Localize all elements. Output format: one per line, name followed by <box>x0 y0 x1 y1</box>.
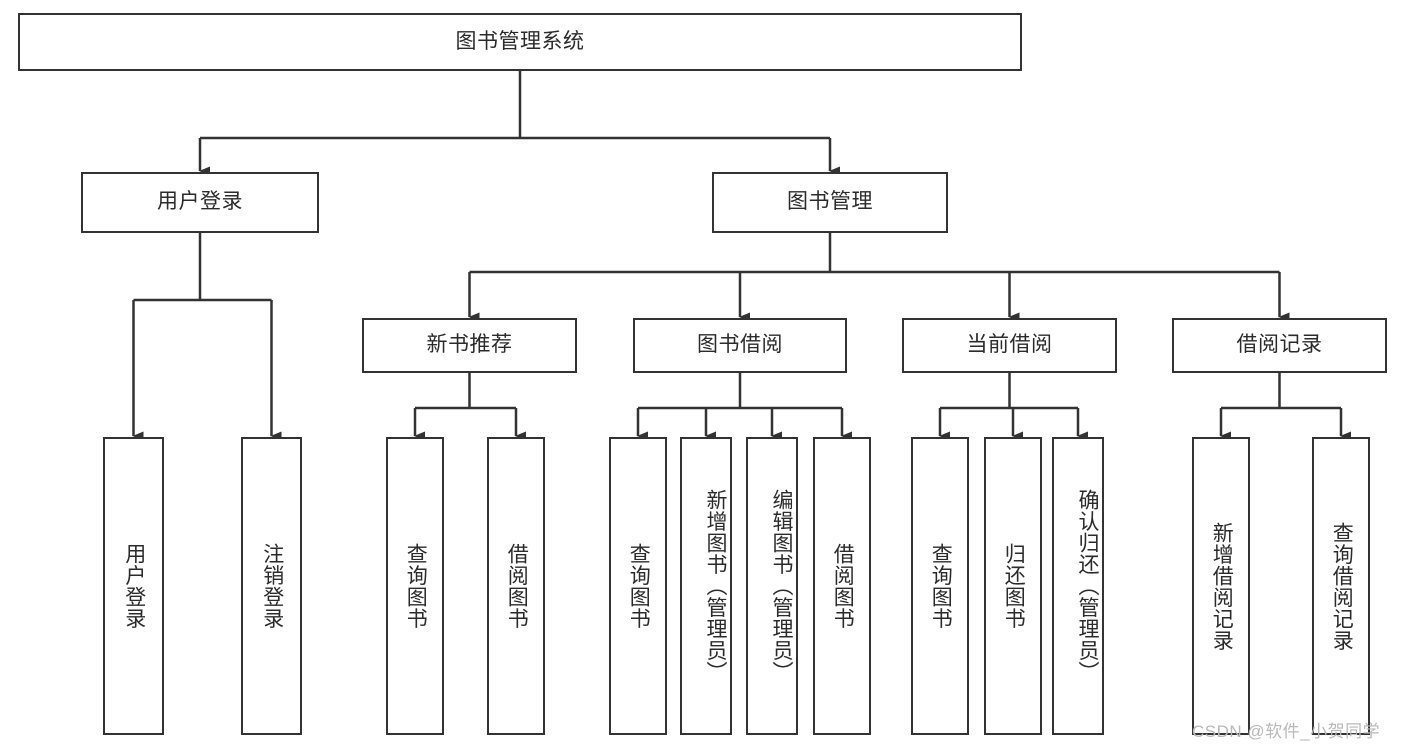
csdn-watermark: CSDN @软件_小贺同学 <box>1192 722 1381 741</box>
node-label: 注销登录 <box>260 543 284 629</box>
node-new-book-rec[interactable]: 新书推荐 <box>362 318 577 373</box>
node-label: 查询借阅记录 <box>1330 521 1354 651</box>
node-label: 查询图书 <box>627 543 651 629</box>
node-label: 借阅记录 <box>1236 333 1323 357</box>
node-label: 确认归还（管理员） <box>1076 489 1099 683</box>
node-book-borrow[interactable]: 图书借阅 <box>633 318 847 373</box>
node-label: 用户登录 <box>122 543 146 629</box>
node-leaf-user-login[interactable]: 用户登录 <box>103 437 164 735</box>
node-label: 查询图书 <box>404 543 428 629</box>
node-leaf-query-book-2[interactable]: 查询图书 <box>609 437 667 735</box>
node-leaf-confirm-return[interactable]: 确认归还（管理员） <box>1052 437 1104 735</box>
node-root[interactable]: 图书管理系统 <box>18 13 1022 71</box>
node-leaf-add-book[interactable]: 新增图书（管理员） <box>680 437 732 735</box>
node-label: 编辑图书（管理员） <box>770 489 793 683</box>
node-current-borrow[interactable]: 当前借阅 <box>902 318 1117 373</box>
node-label: 图书管理 <box>787 190 873 214</box>
node-leaf-logout[interactable]: 注销登录 <box>241 437 302 735</box>
node-label: 借阅图书 <box>831 543 855 629</box>
node-user-login[interactable]: 用户登录 <box>81 172 319 233</box>
node-leaf-query-book-3[interactable]: 查询图书 <box>911 437 969 735</box>
node-leaf-borrow-book-2[interactable]: 借阅图书 <box>813 437 871 735</box>
node-label: 归还图书 <box>1002 543 1026 629</box>
node-label: 图书借阅 <box>697 333 783 357</box>
node-label: 新增借阅记录 <box>1210 521 1234 651</box>
node-label: 当前借阅 <box>966 333 1053 357</box>
node-borrow-record[interactable]: 借阅记录 <box>1172 318 1387 373</box>
connector-lines <box>132 71 1351 441</box>
node-leaf-add-record[interactable]: 新增借阅记录 <box>1192 437 1250 735</box>
node-leaf-query-book-1[interactable]: 查询图书 <box>386 437 444 735</box>
node-leaf-borrow-book-1[interactable]: 借阅图书 <box>487 437 545 735</box>
node-label: 借阅图书 <box>505 543 529 629</box>
node-label: 新书推荐 <box>426 333 513 357</box>
node-label: 查询图书 <box>929 543 953 629</box>
node-label: 用户登录 <box>157 190 243 214</box>
node-label: 图书管理系统 <box>455 29 585 53</box>
node-leaf-query-record[interactable]: 查询借阅记录 <box>1312 437 1370 735</box>
node-leaf-edit-book[interactable]: 编辑图书（管理员） <box>746 437 798 735</box>
node-label: 新增图书（管理员） <box>704 489 727 683</box>
node-leaf-return-book[interactable]: 归还图书 <box>984 437 1042 735</box>
node-book-manage[interactable]: 图书管理 <box>712 172 948 233</box>
